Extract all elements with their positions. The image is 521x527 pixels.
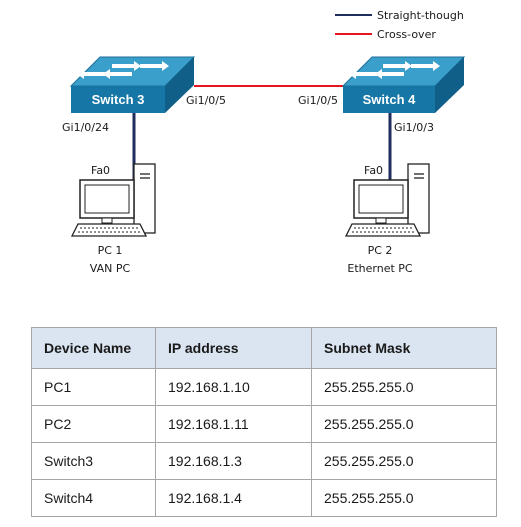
table-row: PC1 192.168.1.10 255.255.255.0: [31, 368, 497, 406]
switch-3[interactable]: Switch 3: [69, 56, 196, 113]
header-subnet-mask: Subnet Mask: [311, 327, 497, 369]
pc-2-name: PC 2: [368, 244, 393, 257]
switch-4-front: [343, 86, 435, 113]
cell-ip-address: 192.168.1.3: [155, 442, 312, 480]
cell-ip-address: 192.168.1.10: [155, 368, 312, 406]
legend-straight-label: Straight-though: [377, 9, 464, 22]
cell-device-name: Switch3: [31, 442, 156, 480]
cell-ip-address: 192.168.1.4: [155, 479, 312, 517]
pc-1-name: PC 1: [98, 244, 123, 257]
pc-2[interactable]: PC 2 Ethernet PC: [344, 163, 430, 275]
switch-3-front: [71, 86, 165, 113]
switch4-port-down-label: Gi1/0/3: [394, 121, 434, 134]
switch-4-side: [435, 57, 464, 113]
switch4-port-left-label: Gi1/0/5: [298, 94, 338, 107]
network-topology-diagram: Straight-though Cross-over Switch 3 Swit…: [62, 9, 466, 275]
header-device-name: Device Name: [31, 327, 156, 369]
pc-1-desc: VAN PC: [90, 262, 131, 275]
table-row: Switch3 192.168.1.3 255.255.255.0: [31, 442, 497, 480]
switch3-port-right-label: Gi1/0/5: [186, 94, 226, 107]
table-row: Switch4 192.168.1.4 255.255.255.0: [31, 479, 497, 517]
switch3-port-down-label: Gi1/0/24: [62, 121, 109, 134]
cell-device-name: PC2: [31, 405, 156, 443]
cell-subnet-mask: 255.255.255.0: [311, 442, 497, 480]
pc2-port-label: Fa0: [364, 164, 383, 177]
cell-device-name: PC1: [31, 368, 156, 406]
switch-3-label: Switch 3: [92, 92, 145, 107]
table-header-row: Device Name IP address Subnet Mask: [31, 327, 497, 369]
pc-1[interactable]: PC 1 VAN PC: [70, 163, 156, 275]
cell-device-name: Switch4: [31, 479, 156, 517]
pc1-port-label: Fa0: [91, 164, 110, 177]
switch-4-label: Switch 4: [363, 92, 417, 107]
switch-4[interactable]: Switch 4: [341, 56, 466, 113]
cell-subnet-mask: 255.255.255.0: [311, 368, 497, 406]
legend-crossover-label: Cross-over: [377, 28, 436, 41]
cell-subnet-mask: 255.255.255.0: [311, 479, 497, 517]
pc-2-computer-icon: [344, 163, 430, 237]
ip-address-table: Device Name IP address Subnet Mask PC1 1…: [31, 327, 497, 517]
cell-ip-address: 192.168.1.11: [155, 405, 312, 443]
switch-3-side: [165, 57, 194, 113]
legend: Straight-though Cross-over: [335, 9, 464, 41]
pc-2-desc: Ethernet PC: [347, 262, 413, 275]
header-ip-address: IP address: [155, 327, 312, 369]
pc-1-computer-icon: [70, 163, 156, 237]
table-row: PC2 192.168.1.11 255.255.255.0: [31, 405, 497, 443]
cell-subnet-mask: 255.255.255.0: [311, 405, 497, 443]
